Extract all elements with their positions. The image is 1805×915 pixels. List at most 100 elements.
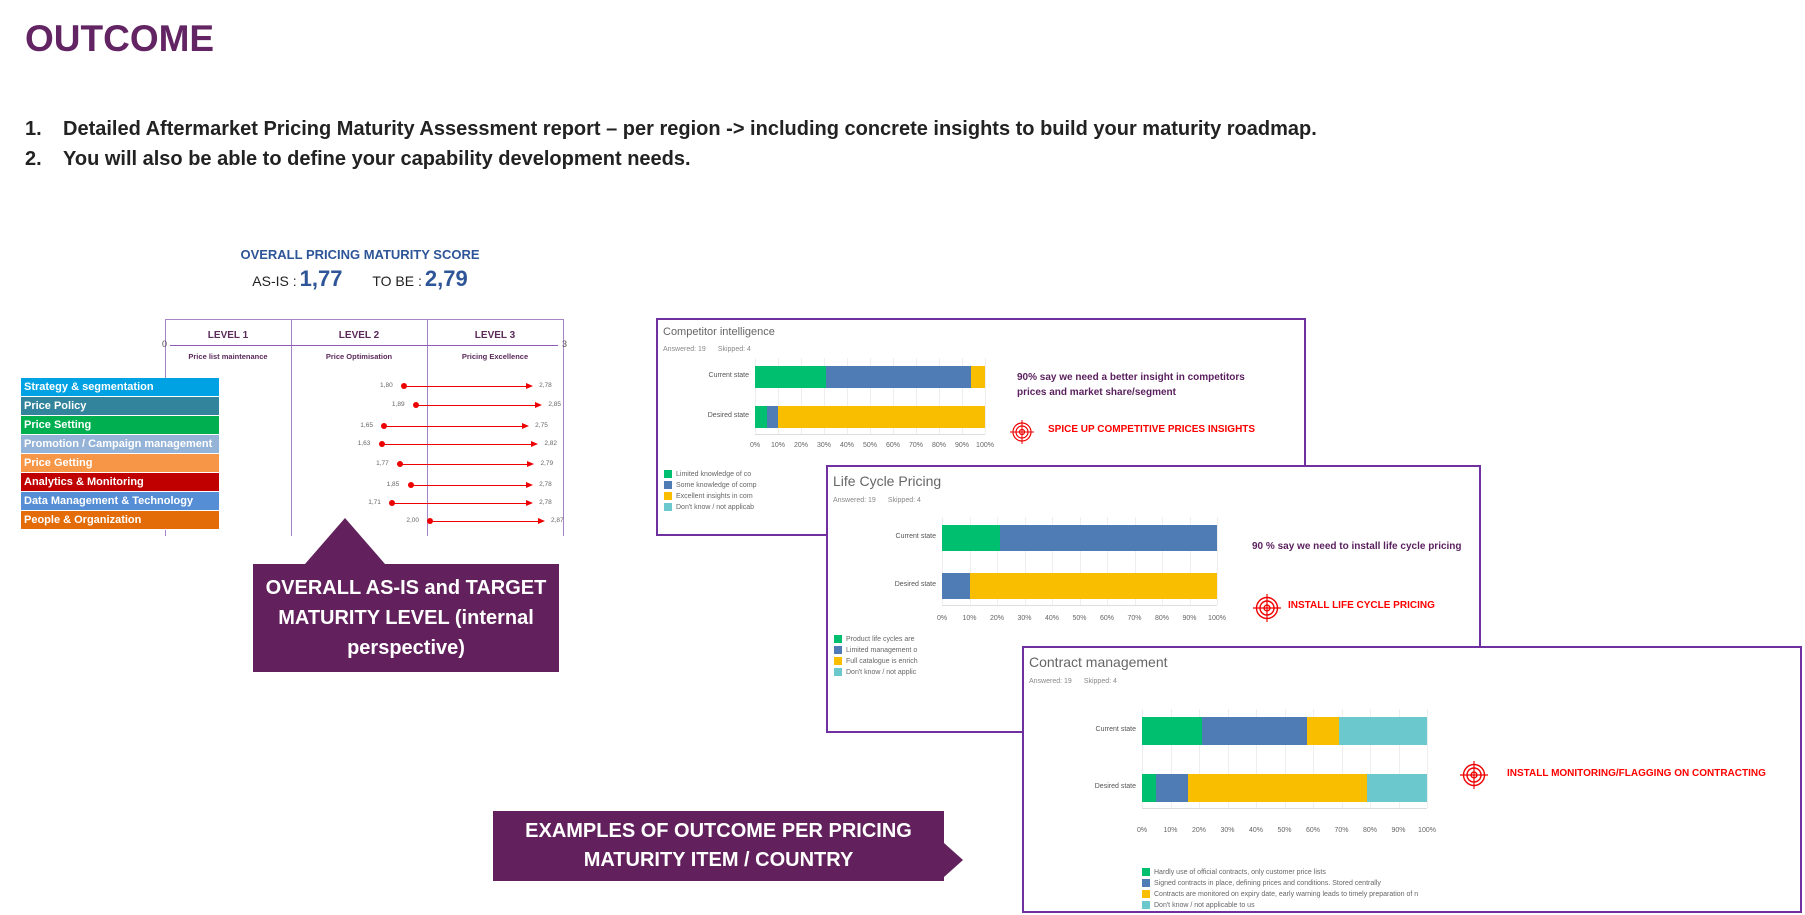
to-be-label: TO BE : <box>372 273 422 289</box>
slide-title: OUTCOME <box>25 18 215 59</box>
score-title: OVERALL PRICING MATURITY SCORE <box>240 247 480 262</box>
x-tick-label: 70% <box>1127 615 1142 622</box>
action-text: SPICE UP COMPETITIVE PRICES INSIGHTS <box>1048 424 1256 435</box>
card-title: Contract management <box>1029 654 1168 670</box>
gridline <box>755 358 756 434</box>
as-is-dot <box>412 402 419 408</box>
score-range-line <box>404 386 528 387</box>
insight-text: 90 % say we need to install life cycle p… <box>1252 541 1462 552</box>
gridline <box>1142 709 1143 808</box>
bar-segment-yellow <box>969 573 1217 599</box>
legend-swatch <box>1142 901 1150 910</box>
score-range-line <box>410 485 528 486</box>
to-be-arrow <box>535 402 543 408</box>
legend-swatch <box>664 492 672 501</box>
bar-segment-green <box>1142 717 1202 745</box>
as-is-dot <box>401 383 408 389</box>
legend-item: Product life cycles are <box>834 635 914 644</box>
category-label: Analytics & Monitoring <box>21 473 219 492</box>
answered-count: Answered: 19 <box>1029 678 1072 685</box>
as-is-label: AS-IS : <box>252 273 297 289</box>
x-tick-label: 10% <box>962 615 977 622</box>
legend-swatch <box>1142 868 1150 877</box>
level-divider <box>291 319 292 536</box>
x-tick-label: 100% <box>1418 827 1436 834</box>
x-tick-label: 40% <box>839 442 855 449</box>
level-3-sub: Pricing Excellence <box>461 352 529 361</box>
callout-pointer <box>305 518 385 564</box>
bar-segment-yellow <box>971 366 985 388</box>
category-label: Price Getting <box>21 454 219 473</box>
level-1-sub: Price list maintenance <box>188 352 268 361</box>
bar-segment-green <box>1142 774 1157 802</box>
gridline <box>1284 709 1286 808</box>
gridline <box>1341 709 1343 808</box>
gridline <box>1170 709 1172 808</box>
bar-segment-green <box>755 406 767 428</box>
gridline <box>942 517 943 605</box>
category-label: Promotion / Campaign management <box>21 435 219 454</box>
row-label: Desired state <box>1094 783 1136 790</box>
gridline <box>824 358 825 434</box>
gridline <box>969 517 971 605</box>
x-axis-line <box>755 434 985 435</box>
legend-item: Contracts are monitored on expiry date, … <box>1142 890 1418 899</box>
as-is-value: 2,00 <box>406 517 420 524</box>
legend-swatch <box>834 646 842 655</box>
point-2: 2.You will also be able to define your c… <box>25 148 691 171</box>
gridline <box>1370 709 1371 808</box>
x-tick-label: 40% <box>1044 615 1060 622</box>
legend-label: Hardly use of official contracts, only c… <box>1154 869 1326 876</box>
x-tick-label: 10% <box>1163 827 1178 834</box>
bar-segment-blue <box>942 573 970 599</box>
gridline <box>962 358 963 434</box>
to-be-arrow <box>526 500 534 506</box>
score-range-line <box>384 426 524 427</box>
row-label: Desired state <box>894 581 936 588</box>
x-tick-label: 90% <box>954 442 970 449</box>
skipped-count: Skipped: 4 <box>887 497 921 504</box>
legend-swatch <box>834 657 842 666</box>
to-be-value: 2,78 <box>539 499 552 506</box>
x-tick-label: 80% <box>1154 615 1170 622</box>
action-text: INSTALL LIFE CYCLE PRICING <box>1288 600 1435 611</box>
x-tick-label: 0% <box>936 615 948 622</box>
as-is-value: 1,65 <box>360 422 373 429</box>
gridline <box>1024 517 1026 605</box>
legend-label: Don't know / not applic <box>846 669 917 676</box>
level-divider <box>427 319 428 536</box>
category-label: Price Setting <box>21 416 219 435</box>
as-is-score: 1,77 <box>299 266 343 291</box>
point-number: 2. <box>25 148 42 170</box>
legend-item: Limited management o <box>834 646 917 655</box>
to-be-value: 2,78 <box>539 382 552 389</box>
legend-swatch <box>1142 879 1150 888</box>
x-tick-label: 100% <box>1208 615 1226 622</box>
category-label: People & Organization <box>21 511 219 530</box>
examples-callout: EXAMPLES OF OUTCOME PER PRICING MATURITY… <box>493 811 944 881</box>
legend-swatch <box>664 481 672 490</box>
category-label: Price Policy <box>21 397 219 416</box>
x-tick-label: 60% <box>1099 615 1115 622</box>
score-range-line <box>430 521 539 522</box>
legend-item: Signed contracts in place, defining pric… <box>1142 879 1381 888</box>
level-1-label: LEVEL 1 <box>207 330 249 341</box>
gridline <box>1398 709 1400 808</box>
legend-label: Limited knowledge of co <box>676 471 752 478</box>
card-title: Life Cycle Pricing <box>833 473 942 489</box>
to-be-value: 2,79 <box>540 460 554 467</box>
row-label: Current state <box>1095 726 1136 733</box>
x-tick-label: 90% <box>1182 615 1197 622</box>
legend-label: Some knowledge of comp <box>676 482 757 489</box>
gridline <box>997 517 998 605</box>
to-be-value: 2,87 <box>550 517 564 524</box>
gridline <box>1227 709 1229 808</box>
x-tick-label: 0% <box>1136 827 1148 834</box>
action-text: INSTALL MONITORING/FLAGGING ON CONTRACTI… <box>1507 768 1766 779</box>
legend-swatch <box>834 668 842 677</box>
x-tick-label: 60% <box>1305 827 1321 834</box>
gridline <box>870 358 871 434</box>
x-tick-label: 70% <box>1334 827 1349 834</box>
x-tick-label: 30% <box>1017 615 1032 622</box>
